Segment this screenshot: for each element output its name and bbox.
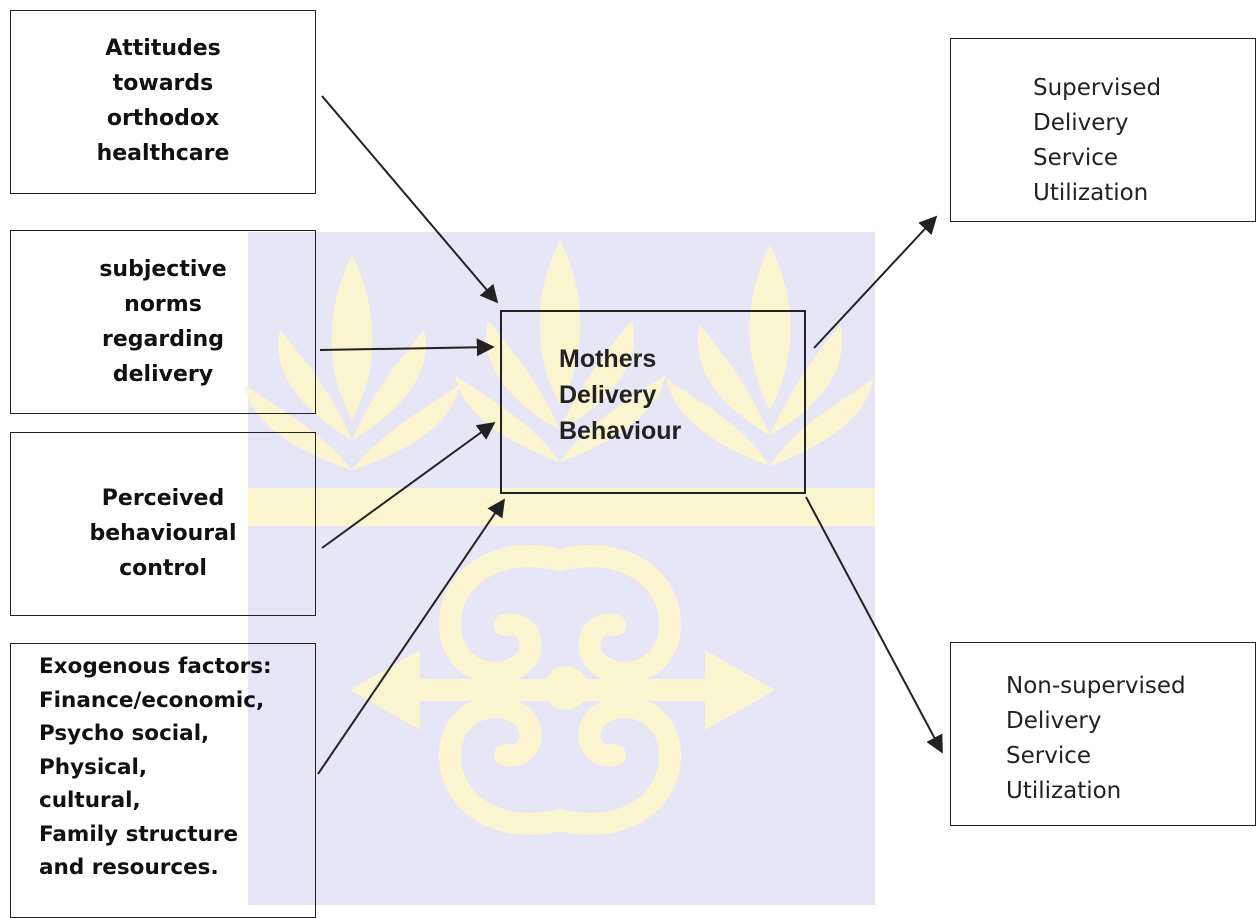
nonsupervised-delivery-box: Non-supervised Delivery Service Utilizat… — [950, 642, 1256, 826]
nonsupervised-delivery-label: Non-supervised Delivery Service Utilizat… — [1006, 673, 1186, 804]
arrow-center-to-nonsupervised — [805, 496, 943, 754]
supervised-delivery-label: Supervised Delivery Service Utilization — [1033, 75, 1162, 206]
arrow-control-to-center — [321, 421, 496, 549]
watermark-arrow-left — [350, 650, 420, 730]
subjective-norms-box: subjective norms regarding delivery — [10, 230, 316, 414]
mothers-delivery-behaviour-box: Mothers Delivery Behaviour — [500, 310, 806, 494]
arrow-exogenous-to-center — [317, 498, 506, 775]
perceived-control-box: Perceived behavioural control — [10, 432, 316, 616]
exogenous-factors-box: Exogenous factors: Finance/economic, Psy… — [10, 643, 316, 918]
supervised-delivery-box: Supervised Delivery Service Utilization — [950, 38, 1256, 222]
watermark-leaves — [245, 240, 873, 470]
subjective-norms-label: subjective norms regarding delivery — [99, 257, 227, 387]
mothers-delivery-behaviour-label: Mothers Delivery Behaviour — [559, 345, 682, 445]
attitudes-box: Attitudes towards orthodox healthcare — [10, 10, 316, 194]
watermark-arrow-right — [705, 650, 775, 730]
watermark-center-dot — [544, 666, 588, 710]
arrow-norms-to-center — [319, 338, 495, 357]
arrow-attitudes-to-center — [321, 95, 499, 304]
attitudes-label: Attitudes towards orthodox healthcare — [96, 36, 230, 166]
exogenous-factors-label: Exogenous factors: Finance/economic, Psy… — [39, 654, 272, 880]
arrow-center-to-supervised — [813, 215, 938, 349]
watermark-band — [248, 488, 875, 526]
perceived-control-label: Perceived behavioural control — [89, 485, 237, 581]
